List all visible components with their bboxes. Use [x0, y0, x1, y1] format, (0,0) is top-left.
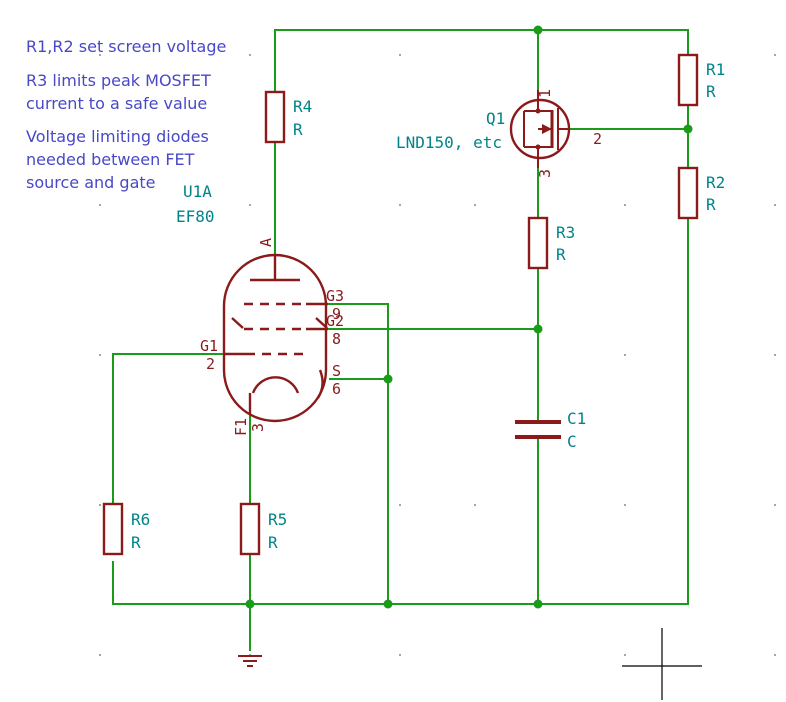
- anode-pin-name: A: [257, 238, 275, 247]
- r5-ref: R5: [268, 510, 287, 529]
- s-pin-num: 6: [332, 380, 341, 398]
- q1-value: LND150, etc: [396, 133, 502, 152]
- note-line: Voltage limiting diodes: [26, 127, 209, 146]
- c1-value: C: [567, 432, 577, 451]
- mosfet-q1[interactable]: Q1 LND150, etc 1 2 3: [396, 89, 602, 178]
- s-pin-name: S: [332, 362, 341, 380]
- g2-pin-num: 8: [332, 330, 341, 348]
- r2-ref: R2: [706, 173, 725, 192]
- crosshair-cursor-icon: [622, 628, 702, 700]
- q1-pin2: 2: [593, 130, 602, 148]
- g3-pin-num: 9: [332, 305, 341, 323]
- note-line: current to a safe value: [26, 94, 207, 113]
- wire-bottom-rail: [112, 217, 689, 605]
- u1-value: EF80: [176, 207, 215, 226]
- resistor-r2[interactable]: R2 R: [677, 166, 725, 220]
- ground-icon: [238, 655, 262, 667]
- c1-ref: C1: [567, 409, 586, 428]
- resistor-r4[interactable]: R4 R: [264, 90, 312, 144]
- r6-value: R: [131, 533, 141, 552]
- r5-value: R: [268, 533, 278, 552]
- r1-value: R: [706, 82, 716, 101]
- grid-dots: [99, 54, 776, 656]
- r3-ref: R3: [556, 223, 575, 242]
- r1-ref: R1: [706, 60, 725, 79]
- resistor-r1[interactable]: R1 R: [677, 53, 725, 107]
- wire-g1: [112, 353, 223, 505]
- wire-top-rail: [274, 29, 689, 93]
- r6-ref: R6: [131, 510, 150, 529]
- r4-ref: R4: [293, 97, 312, 116]
- note-line: R3 limits peak MOSFET: [26, 71, 211, 90]
- resistor-r3[interactable]: R3 R: [527, 216, 575, 270]
- resistor-r5[interactable]: R5 R: [239, 502, 287, 556]
- capacitor-c1[interactable]: C1 C: [515, 409, 586, 451]
- f1-pin-num: 3: [249, 423, 267, 432]
- q1-ref: Q1: [486, 109, 505, 128]
- f1-pin-name: F1: [232, 418, 250, 436]
- q1-pin1: 1: [536, 89, 554, 98]
- g1-pin-num: 2: [206, 355, 215, 373]
- r3-value: R: [556, 245, 566, 264]
- q1-pin3: 3: [536, 169, 554, 178]
- note-line: source and gate: [26, 173, 155, 192]
- u1-ref: U1A: [183, 182, 212, 201]
- wires: [112, 29, 689, 651]
- r4-value: R: [293, 120, 303, 139]
- g2-pin-name: G2: [326, 312, 344, 330]
- r2-value: R: [706, 195, 716, 214]
- design-notes: R1,R2 set screen voltage R3 limits peak …: [26, 37, 226, 192]
- resistor-r6[interactable]: R6 R: [102, 502, 150, 556]
- junctions: [245, 25, 693, 609]
- wire-g3: [327, 303, 389, 605]
- g3-pin-name: G3: [326, 287, 344, 305]
- tube-u1a[interactable]: U1A EF80 A G3 9 G2 8 G1 2 S 6 F1 3: [176, 182, 344, 436]
- note-line: needed between FET: [26, 150, 195, 169]
- g1-pin-name: G1: [200, 337, 218, 355]
- note-line: R1,R2 set screen voltage: [26, 37, 226, 56]
